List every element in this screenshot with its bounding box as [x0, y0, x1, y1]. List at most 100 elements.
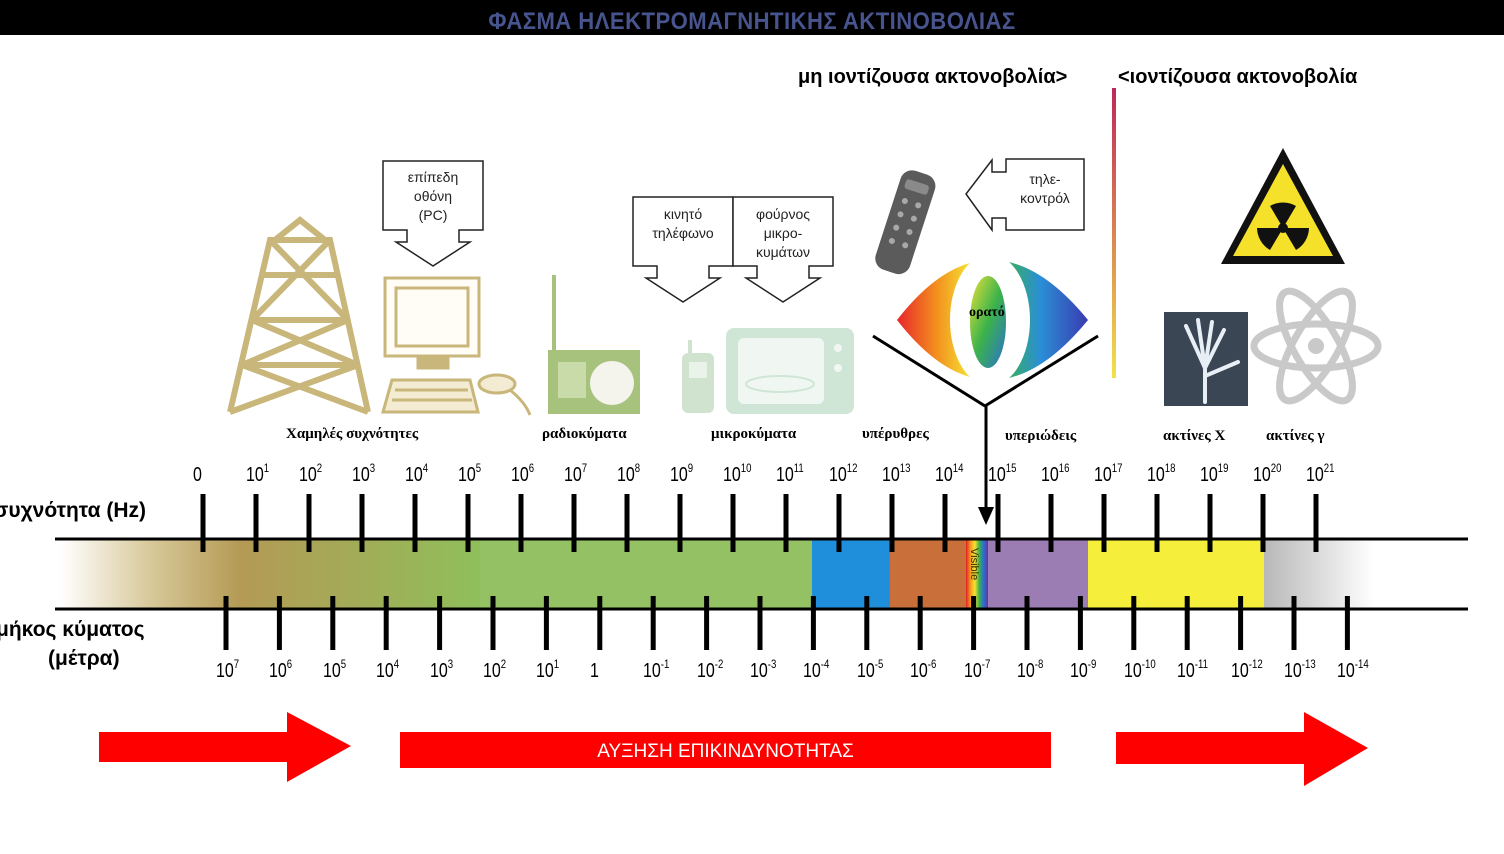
wavelength-tick-label: 101	[536, 657, 559, 683]
frequency-tick-label: 1011	[776, 461, 804, 487]
tick-exponent: 3	[369, 461, 376, 475]
frequency-tick-label: 1016	[1041, 461, 1070, 487]
remote-control-icon	[875, 170, 936, 275]
wavelength-axis-label-line1: μήκος κύματος	[0, 618, 145, 641]
callout-line: φούρνος	[755, 206, 811, 222]
xray-hand-icon	[1164, 312, 1248, 406]
frequency-tick-label: 1014	[935, 461, 963, 487]
category-gamma-rays: ακτίνες γ	[1266, 428, 1325, 444]
tick-exponent: -13	[1301, 657, 1316, 671]
tick-base: 10	[723, 464, 741, 486]
tick-base: 10	[776, 464, 794, 486]
tick-base: 10	[376, 660, 394, 682]
tick-exponent: 2	[316, 461, 323, 475]
category-microwaves: μικροκύματα	[711, 426, 797, 442]
frequency-tick-label: 108	[617, 461, 641, 487]
illustration-layer	[227, 148, 1382, 416]
tick-exponent: -3	[767, 657, 777, 671]
visible-label: ορατό	[969, 305, 1005, 320]
danger-arrow-right	[1116, 712, 1368, 786]
frequency-tick-label: 102	[299, 461, 323, 487]
wavelength-axis-label-line2: (μέτρα)	[48, 647, 120, 670]
tick-base: 10	[429, 660, 448, 682]
callout-line: τηλε-	[1029, 171, 1061, 187]
tick-exponent: 20	[1270, 461, 1282, 475]
tick-exponent: 21	[1323, 461, 1335, 475]
non-ionizing-label: μη ιοντίζουσα ακτονοβολία>	[798, 66, 1068, 88]
tick-base: 0	[193, 464, 202, 486]
callout-line: κοντρόλ	[1020, 190, 1070, 206]
tick-exponent: 17	[1111, 461, 1123, 475]
tick-base: 10	[269, 660, 288, 682]
visible-pointer-arrow	[978, 405, 994, 525]
category-xrays: ακτίνες Χ	[1163, 428, 1226, 444]
tick-exponent: 16	[1058, 461, 1070, 475]
wavelength-tick-label: 10-3	[750, 657, 777, 683]
tick-base: 10	[829, 464, 847, 486]
wavelength-tick-label: 10-9	[1070, 657, 1096, 683]
frequency-tick-label: 106	[511, 461, 534, 487]
tick-base: 10	[511, 464, 529, 486]
category-low-frequency: Χαμηλές συχνότητες	[286, 426, 419, 442]
flat-screen-callout: επίπεδη οθόνη (PC)	[383, 168, 483, 225]
tick-exponent: -12	[1248, 657, 1263, 671]
tick-base: 10	[1284, 660, 1302, 682]
tick-exponent: 15	[1005, 461, 1017, 475]
wavelength-tick-label: 10-14	[1337, 657, 1370, 683]
tick-base: 10	[696, 660, 715, 682]
tick-exponent: 12	[846, 461, 858, 475]
wavelength-tick-label: 10-12	[1230, 657, 1263, 683]
wavelength-tick-label: 10-13	[1284, 657, 1316, 683]
microwave-oven-icon	[726, 328, 854, 414]
frequency-tick-label: 1015	[988, 461, 1017, 487]
wavelength-tick-label: 10-2	[696, 657, 723, 683]
tower-icon	[227, 216, 371, 415]
mobile-phone-icon	[682, 340, 714, 413]
category-infrared: υπέρυθρες	[862, 426, 929, 442]
frequency-tick-label: 1010	[723, 461, 752, 487]
callout-line: κινητό	[663, 206, 703, 222]
tick-base: 10	[670, 464, 688, 486]
wavelength-tick-label: 10-11	[1177, 657, 1208, 683]
tick-base: 10	[935, 464, 953, 486]
remote-callout-shape	[965, 157, 1085, 233]
tick-exponent: 6	[287, 657, 293, 671]
tick-base: 10	[1041, 464, 1059, 486]
title-bar	[0, 0, 1504, 35]
wavelength-tick-label: 10-8	[1017, 657, 1043, 683]
eye-icon	[897, 254, 1088, 386]
tick-base: 10	[1200, 464, 1218, 486]
tick-exponent: 8	[634, 461, 641, 475]
frequency-tick-label: 104	[405, 461, 428, 487]
tick-exponent: 10	[740, 461, 752, 475]
tick-base: 10	[216, 660, 234, 682]
tick-base: 10	[1230, 660, 1249, 682]
microwave-oven-callout: φούρνος μικρο- κυμάτων	[733, 205, 833, 262]
tick-base: 10	[1070, 660, 1089, 682]
danger-bar	[400, 732, 1051, 768]
callout-line: (PC)	[418, 207, 448, 223]
tick-base: 10	[483, 660, 501, 682]
tick-exponent: 13	[899, 461, 911, 475]
frequency-tick-label: 1018	[1147, 461, 1175, 487]
wavelength-tick-label: 10-10	[1124, 657, 1156, 683]
tick-exponent: 3	[447, 657, 453, 671]
tick-base: 10	[1147, 464, 1165, 486]
tick-exponent: 11	[793, 461, 804, 475]
tick-base: 10	[856, 660, 875, 682]
tick-exponent: -2	[714, 657, 723, 671]
tick-exponent: -14	[1355, 657, 1370, 671]
visible-funnel	[872, 334, 1099, 408]
ionizing-label: <ιοντίζουσα ακτονοβολία	[1118, 66, 1358, 88]
tick-base: 10	[1253, 464, 1271, 486]
tick-base: 10	[882, 464, 900, 486]
wavelength-tick-label: 10-4	[803, 657, 830, 683]
tick-exponent: -4	[821, 657, 830, 671]
frequency-tick-label: 101	[246, 461, 269, 487]
frequency-tick-label: 1017	[1094, 461, 1123, 487]
computer-icon	[381, 276, 532, 416]
tick-base: 10	[352, 464, 370, 486]
tick-exponent: -7	[981, 657, 990, 671]
tick-base: 10	[405, 464, 423, 486]
page-title: ΦΑΣΜΑ ΗΛΕΚΤΡΟΜΑΓΝΗΤΙΚΗΣ ΑΚΤΙΝΟΒΟΛΙΑΣ	[488, 8, 1016, 35]
